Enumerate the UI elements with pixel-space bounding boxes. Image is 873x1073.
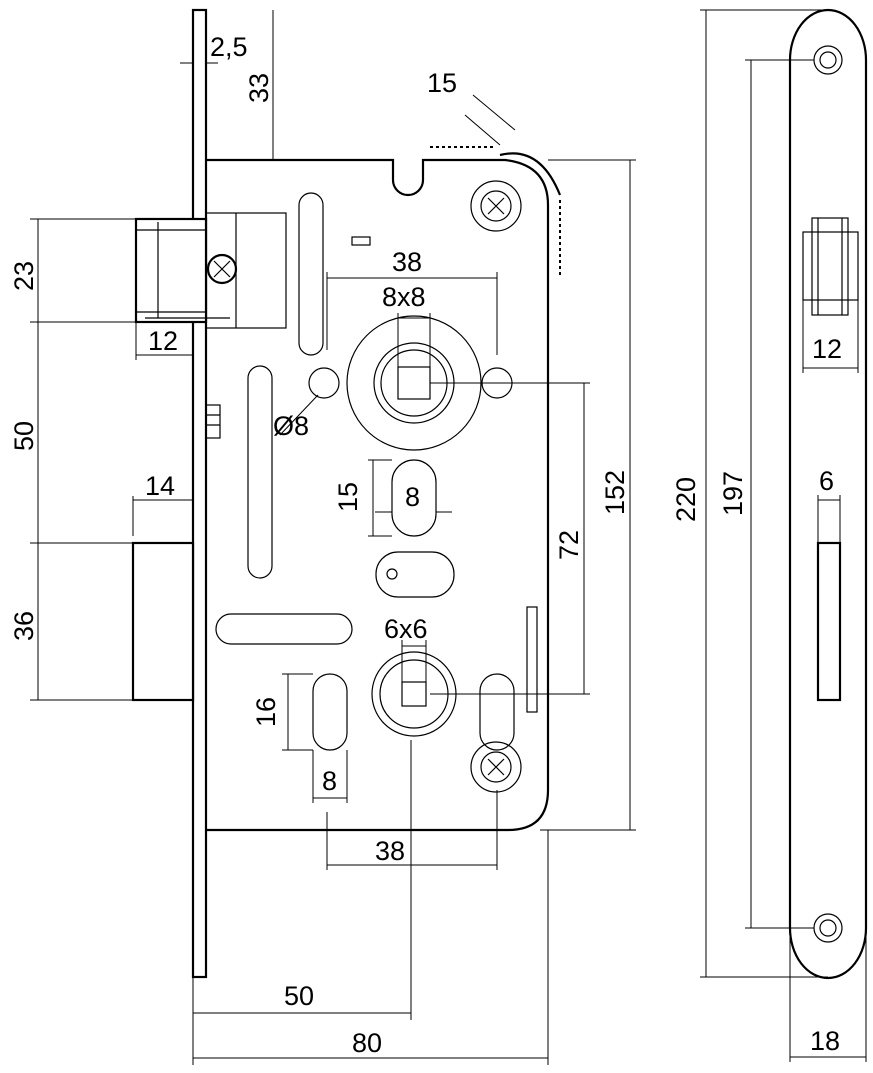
bottom-screw-icon [470,741,522,793]
label-hole-diameter: Ø8 [273,411,309,441]
latch-bevel-dashed [430,146,561,275]
label-slot-width-upper: 8 [405,482,420,512]
label-spindle-spacing: 38 [392,247,422,277]
latch-bolt [134,212,287,329]
top-screw-icon [470,180,522,232]
slot-lower-left [312,673,348,751]
label-case-height: 152 [600,470,630,515]
dead-bolt [131,541,195,702]
label-slot-height-lower: 16 [251,697,281,727]
plate-bolt-opening [816,541,842,702]
lock-case-outline [206,158,550,832]
plate-hole-top-icon [813,45,843,75]
label-cylinder-size: 6x6 [384,614,428,644]
label-plate-hole-spacing: 197 [718,471,748,516]
guide-slot-upper [298,192,324,356]
dimension-labels: 2,5 33 15 23 12 50 14 36 38 8x8 Ø8 15 8 … [9,32,842,1058]
dimension-lines [30,10,636,1065]
label-bolt-height: 36 [9,611,39,641]
plate-hole-bottom-icon [813,913,843,943]
side-bar [526,606,538,713]
label-latch-height: 23 [9,261,39,291]
label-slot-width-lower: 8 [322,766,337,796]
plate-latch-opening [802,217,859,316]
label-backset: 50 [284,981,314,1011]
label-plate-length: 220 [671,477,701,522]
faceplate-tab [205,404,221,439]
label-plate-width: 18 [810,1026,840,1056]
guide-slot-horizontal [215,613,353,645]
slot-upper [391,459,437,537]
label-slot-height-upper: 15 [333,482,363,512]
label-latch-to-bolt: 50 [9,421,39,451]
guide-slot-lower [247,365,273,579]
label-case-depth: 80 [352,1028,382,1058]
label-bevel: 15 [427,68,457,98]
slot-lower-right [479,673,515,751]
label-bottom-spacing: 38 [375,836,405,866]
faceplate-front-view [700,8,868,1062]
label-spindle-size: 8x8 [382,282,426,312]
label-top-offset: 33 [244,73,274,103]
label-center-distance: 72 [554,530,584,560]
indicator-mark [351,236,371,246]
label-bolt-projection: 14 [145,471,175,501]
faceplate [191,8,208,979]
latch-bevel-arc [499,152,562,196]
label-faceplate-thickness: 2,5 [210,32,248,62]
latch-screw-icon [206,253,238,285]
label-strike-latch-width: 12 [812,334,842,364]
label-latch-depth: 12 [148,326,178,356]
key-slot [375,551,455,598]
label-strike-bolt-width: 6 [819,466,834,496]
